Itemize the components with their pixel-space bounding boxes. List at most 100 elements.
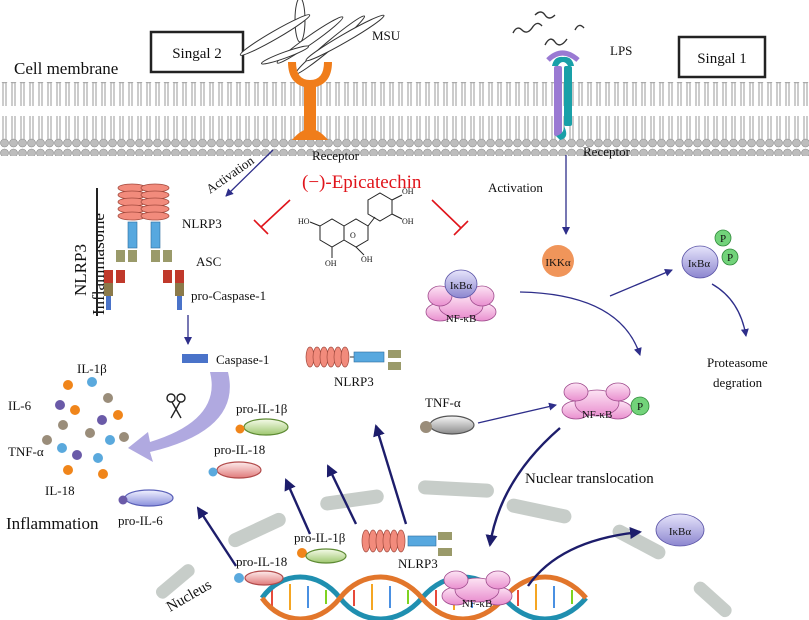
phospho-p2: P xyxy=(727,252,733,264)
nucleus-pro-il1b-label: pro-IL-1β xyxy=(294,530,346,545)
dna-helix-icon xyxy=(259,574,588,620)
cleavage-arrow xyxy=(128,372,230,462)
tnf-arrow xyxy=(477,402,557,424)
nucleus-pro-il1b-dot xyxy=(297,548,307,558)
nuclear-translocation-label: Nuclear translocation xyxy=(525,471,654,487)
tnf-cyto-dot xyxy=(420,421,432,433)
signal1-label: Singal 1 xyxy=(697,51,747,67)
nfkb-nucleus-label: NF-κB xyxy=(462,598,493,610)
svg-text:OH: OH xyxy=(361,255,373,264)
phospho-nfkb-label: NF-κB xyxy=(582,409,613,421)
phospho-ikba-label: IκBα xyxy=(688,258,711,270)
activation-right-label: Activation xyxy=(488,180,543,195)
to-ikba-arrow xyxy=(609,269,673,297)
ikba-complex-label: IκBα xyxy=(450,280,473,292)
phospho-p1: P xyxy=(720,233,726,245)
cytokine-dots xyxy=(42,377,129,479)
svg-text:HO: HO xyxy=(298,217,310,226)
arrow-to-pro-il18 xyxy=(284,478,312,535)
nlrp3-label: NLRP3 xyxy=(182,216,222,231)
nlrp3-nucleus-icon xyxy=(361,529,452,556)
lps-label: LPS xyxy=(610,43,632,58)
inflammasome-title-2: Inflammasome xyxy=(89,213,108,315)
receptor-right-icon xyxy=(546,50,580,140)
inflammasome-title: NLRP3 xyxy=(71,244,90,296)
lps-icon xyxy=(512,11,585,46)
inflammasome-title-line2: Inflammasome xyxy=(89,213,108,315)
nucleus-pro-il1b-icon xyxy=(305,548,347,564)
signal2-label: Singal 2 xyxy=(172,46,222,62)
nlrp3-cytoplasm-label: NLRP3 xyxy=(334,374,374,389)
svg-text:OH: OH xyxy=(402,217,414,226)
il6-label: IL-6 xyxy=(8,398,32,413)
degradation-arrow xyxy=(711,283,749,337)
nlrp3-nucleus-label: NLRP3 xyxy=(398,556,438,571)
tnf-cyto-icon xyxy=(429,415,475,435)
pro-il1b-icon xyxy=(243,418,289,436)
cell-membrane xyxy=(0,82,809,156)
pro-il18-icon xyxy=(216,461,262,479)
svg-text:OH: OH xyxy=(325,259,337,268)
activation-left-arrow xyxy=(225,149,274,197)
tnf-label: TNF-α xyxy=(8,444,44,459)
arrow-to-nlrp3 xyxy=(373,424,408,525)
receptor-right-label: Receptor xyxy=(583,144,631,159)
msu-label: MSU xyxy=(372,28,401,43)
phospho-nfkb-p: P xyxy=(637,401,643,413)
nucleus-envelope xyxy=(155,480,732,618)
ikba-free-label: IκBα xyxy=(669,526,692,538)
pro-il18-label: pro-IL-18 xyxy=(214,442,265,457)
arrow-to-pro-il6 xyxy=(196,506,238,567)
inhibit-right-line xyxy=(431,199,462,229)
ikba-nfkb-complex-icon xyxy=(425,269,497,322)
svg-text:OH: OH xyxy=(402,187,414,196)
nucleus-pro-il18-icon xyxy=(244,570,284,586)
receptor-left-label: Receptor xyxy=(312,148,360,163)
ikba-release-arrow xyxy=(527,527,642,587)
ikka-label: IKKα xyxy=(545,257,571,269)
tnf-cyto-label: TNF-α xyxy=(425,395,461,410)
phospho-ikba-icon xyxy=(681,229,739,279)
inflammation-label: Inflammation xyxy=(6,514,99,533)
pro-caspase-label: pro-Caspase-1 xyxy=(191,288,266,303)
nucleus-pro-il18-dot xyxy=(234,573,244,583)
inhibit-right-bar xyxy=(453,220,469,236)
activation-left-label: Activation xyxy=(203,152,257,196)
nfkb-complex-label: NF-κB xyxy=(446,313,477,325)
il1b-label: IL-1β xyxy=(77,361,107,376)
pro-il6-dot xyxy=(118,495,128,505)
pro-il18-dot xyxy=(208,467,218,477)
translocation-arrow xyxy=(485,427,561,547)
msu-crystals-icon xyxy=(239,0,385,75)
pro-il1b-label: pro-IL-1β xyxy=(236,401,288,416)
proteasome-label-1: Proteasome xyxy=(707,355,768,370)
nlrp3-inflammasome-icon xyxy=(104,183,184,310)
caspase-icon xyxy=(182,354,208,363)
proteasome-label-2: degration xyxy=(713,375,763,390)
ikka-icon xyxy=(542,245,574,277)
inhibit-left-line xyxy=(260,199,291,228)
epicatechin-structure-icon: HO OH OH OH OH O xyxy=(298,187,414,268)
signal2-box xyxy=(149,30,245,74)
pro-il6-label: pro-IL-6 xyxy=(118,513,163,528)
epicatechin-label: (−)-Epicatechin xyxy=(302,172,422,193)
il18-label: IL-18 xyxy=(45,483,75,498)
arrow-to-pro-il1b xyxy=(326,464,358,525)
signal1-box xyxy=(677,35,767,79)
nfkb-nucleus-icon xyxy=(441,570,513,606)
cell-membrane-label: Cell membrane xyxy=(14,59,118,78)
inhibit-left-bar xyxy=(253,219,269,235)
scissors-icon xyxy=(166,393,186,419)
nucleus-pro-il18-label: pro-IL-18 xyxy=(236,554,287,569)
inflammasome-title-line1: NLRP3 xyxy=(71,244,90,296)
phospho-nfkb-icon xyxy=(561,382,650,420)
caspase-label: Caspase-1 xyxy=(216,352,269,367)
receptor-left-icon xyxy=(288,62,332,140)
split-arrow xyxy=(519,291,642,356)
asc-label: ASC xyxy=(196,254,221,269)
pro-il1b-dot xyxy=(235,424,245,434)
svg-text:O: O xyxy=(350,231,356,240)
nlrp3-cytoplasm-icon xyxy=(305,346,401,370)
ikba-free-icon xyxy=(655,513,705,547)
